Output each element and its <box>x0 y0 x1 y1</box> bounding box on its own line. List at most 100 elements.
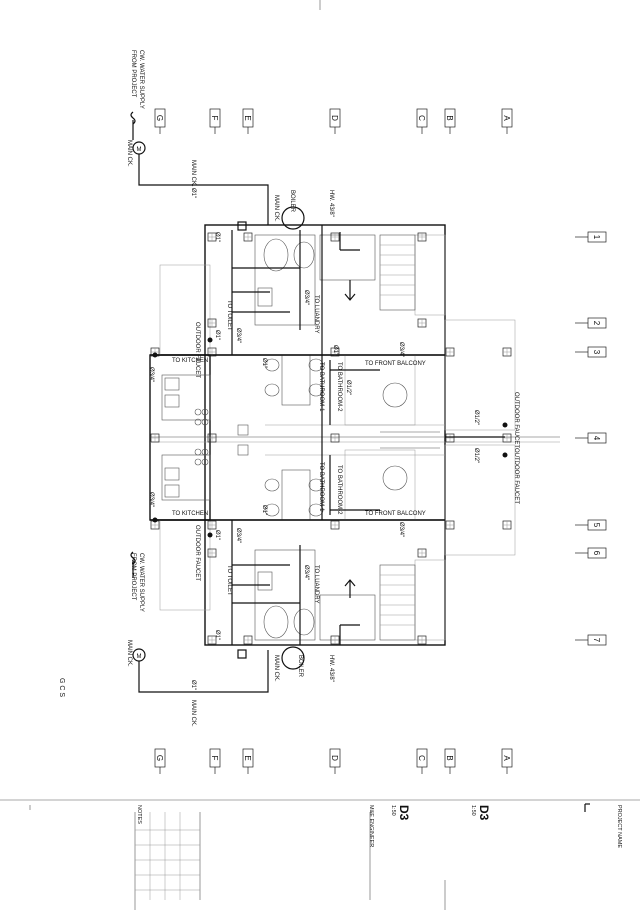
main-ck-top-2: MAIN CK. <box>190 160 196 187</box>
d1-e: Ø1" <box>261 505 267 515</box>
grid-row-marker-b: B <box>444 108 456 134</box>
grid-row-label: B <box>445 755 454 760</box>
cw-supply-top-2: FROM PROJECT <box>130 50 136 98</box>
grid-col-marker-5: 5 <box>575 519 607 531</box>
project-name-label: PROJECT NAME <box>616 805 622 848</box>
d34-b: Ø3/4" <box>235 328 241 343</box>
grid-col-marker-1: 1 <box>575 231 607 243</box>
grid-row-marker-e: E <box>242 108 254 134</box>
grid-row-marker-g: G <box>154 748 166 774</box>
to-kitchen-top: TO KITCHEN <box>172 358 208 364</box>
to-laundry-top: TO LUANDRY <box>313 295 319 333</box>
building-outline <box>149 224 560 646</box>
grid-col-marker-3: 3 <box>575 346 607 358</box>
grid-row-marker-c: C <box>416 108 428 134</box>
outdoor-faucet-top-left: OUTDOOR FAUCET <box>194 322 200 378</box>
hw-top: HW. 43/8" <box>328 190 334 217</box>
grid-row-label: D <box>330 755 339 761</box>
outdoor-faucet-right-bottom: OUTDOOR FAUCET <box>513 448 519 504</box>
main-ck-bottom: MAIN CK. <box>126 640 132 667</box>
outdoor-faucet-right-top: OUTDOOR FAUCET <box>513 392 519 448</box>
annotations: CW. WATER SUPPLY FROM PROJECT MAIN CK. M… <box>58 50 519 727</box>
grid-row-label: A <box>502 755 511 761</box>
to-laundry-bottom: TO LUANDRY <box>313 565 319 603</box>
sheet-code-2: D3 <box>397 805 411 821</box>
grid-col-marker-4: 4 <box>575 432 607 444</box>
title-block-text: PROJECT NAME D3 1:50 D3 1:50 M&E ENGINEE… <box>136 805 622 848</box>
gcs-text: G C S <box>58 678 65 697</box>
stair-top <box>319 234 416 311</box>
grid-row-marker-c: C <box>416 748 428 774</box>
grid-columns: 1 2 3 4 5 6 7 <box>575 231 607 646</box>
d12-a: Ø1/2" <box>345 380 351 395</box>
grid-row-label: C <box>417 115 426 121</box>
grid-row-label: E <box>243 115 252 120</box>
grid-row-label: F <box>210 756 219 761</box>
main-ck-boiler-bottom: MAIN CK. <box>273 655 279 682</box>
notes-label: NOTES <box>136 805 142 824</box>
d34-d: Ø3/4" <box>398 342 404 357</box>
grid-col-label: 6 <box>592 551 601 556</box>
main-ck-top: MAIN CK. <box>126 140 132 167</box>
d12-b: Ø1/2" <box>473 410 479 425</box>
title-block <box>0 799 640 910</box>
to-toilet-top: TO TOILET <box>226 300 232 331</box>
boiler-bottom: BOILER <box>297 655 303 678</box>
grid-col-label: 7 <box>592 638 601 643</box>
size-bottom: Ø1" <box>190 680 196 690</box>
to-bathroom2-bottom: TO BATHROOM-2 <box>336 465 342 515</box>
d34-a: Ø3/4" <box>303 290 309 305</box>
cw-supply-bottom-2: FROM PROJECT <box>130 553 136 601</box>
stair-bottom <box>319 564 416 641</box>
grid-col-label: 4 <box>592 436 601 441</box>
grid-col-marker-6: 6 <box>575 547 607 559</box>
size-top: Ø1" <box>190 188 196 198</box>
grid-row-marker-e: E <box>242 748 254 774</box>
grid-col-label: 5 <box>592 523 601 528</box>
d34-g: Ø3/4" <box>235 528 241 543</box>
valve-markers <box>152 221 508 659</box>
grid-row-marker-b: B <box>444 748 456 774</box>
d1-c: Ø1" <box>261 358 267 368</box>
d34-f: Ø3/4" <box>148 492 154 507</box>
grid-row-marker-f: F <box>209 108 221 134</box>
grid-row-label: G <box>155 115 164 121</box>
grid-row-marker-g: G <box>154 108 166 134</box>
grid-row-marker-f: F <box>209 748 221 774</box>
to-bathroom2-top: TO BATHROOM-2 <box>336 362 342 412</box>
d1-d: Ø1" <box>332 345 338 355</box>
scale-1: 1:50 <box>470 805 476 816</box>
grid-row-label: B <box>445 115 454 120</box>
outdoor-faucet-bottom-left: OUTDOOR FAUCET <box>194 525 200 581</box>
structural-columns <box>150 232 512 645</box>
grid-row-label: C <box>417 755 426 761</box>
d1-a: Ø1" <box>214 232 220 242</box>
grid-row-label: D <box>330 115 339 121</box>
cw-supply-top-1: CW. WATER SUPPLY <box>138 50 144 109</box>
grid-col-label: 3 <box>592 350 601 355</box>
grid-row-label: G <box>155 755 164 761</box>
to-front-balcony-bottom: TO FRONT BALCONY <box>365 511 426 517</box>
grid-col-marker-2: 2 <box>575 317 607 329</box>
bathroom-bottom <box>254 549 316 641</box>
furniture <box>264 354 445 521</box>
grid-row-marker-a: A <box>501 748 513 774</box>
supply-pipe-bottom <box>130 455 445 693</box>
d34-c: Ø3/4" <box>148 367 154 382</box>
scale-2: 1:50 <box>390 805 396 816</box>
d34-e: Ø3/4" <box>398 522 404 537</box>
grid-row-marker-a: A <box>501 108 513 134</box>
to-bathroom1-top: TO BATHROOM-1 <box>318 362 324 412</box>
to-front-balcony-top: TO FRONT BALCONY <box>365 361 426 367</box>
supply-pipe-top <box>130 111 505 520</box>
d12-c: Ø1/2" <box>473 448 479 463</box>
cw-supply-bottom-1: CW. WATER SUPPLY <box>138 553 144 612</box>
grid-col-label: 1 <box>592 235 601 240</box>
to-toilet-bottom: TO TOILET <box>226 565 232 596</box>
hw-bottom: HW. 43/8" <box>328 655 334 682</box>
main-ck-bottom-2: MAIN CK. <box>190 700 196 727</box>
